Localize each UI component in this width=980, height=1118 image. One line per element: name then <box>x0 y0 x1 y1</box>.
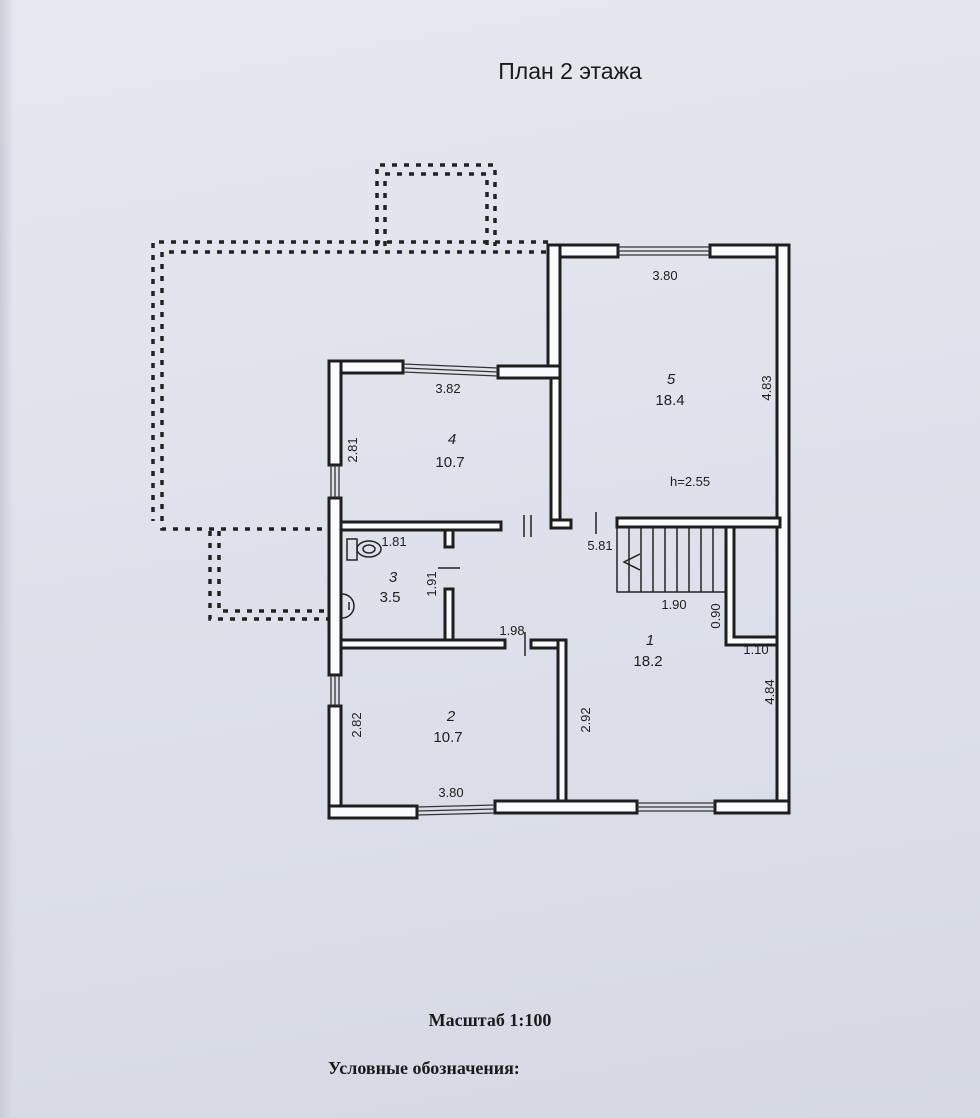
room-4-area: 10.7 <box>435 454 464 471</box>
dashed-outline-main <box>160 250 546 531</box>
wall-bath-right-upper <box>443 528 455 549</box>
window-room1-bottom <box>637 802 715 812</box>
wall-left-middle <box>327 496 343 677</box>
dim-room5-right: 4.83 <box>759 375 774 400</box>
wall-bottom-right <box>713 799 791 815</box>
scale-label: Масштаб 1:100 <box>428 1010 552 1030</box>
wall-room5-left-lower <box>549 376 562 530</box>
dim-corridor-top: 5.81 <box>587 538 612 553</box>
window-room2-bottom <box>416 804 496 816</box>
room-3-number: 3 <box>389 569 398 586</box>
dim-room5-top: 3.80 <box>652 268 677 283</box>
exterior-walls <box>327 243 791 820</box>
wall-stair-enclosure <box>724 525 779 647</box>
stair-direction-arrow <box>622 553 641 571</box>
wall-room2-right <box>556 638 568 803</box>
room-1-area: 18.2 <box>633 653 662 670</box>
dim-room3-right: 1.91 <box>424 571 439 596</box>
wall-room5-bottom <box>615 516 782 529</box>
room-5-area: 18.4 <box>655 392 684 409</box>
room-2-number: 2 <box>446 708 456 725</box>
window-room5-top <box>618 246 710 256</box>
wall-bath-right-lower <box>443 587 455 642</box>
room-4-number: 4 <box>448 431 456 448</box>
dashed-outline-porch <box>208 531 329 621</box>
dim-room2-bottom: 3.80 <box>438 785 463 800</box>
windows <box>330 246 715 816</box>
dashed-outline <box>151 163 548 621</box>
wall-right <box>775 243 791 815</box>
room-3-area: 3.5 <box>380 589 401 606</box>
room-1-number: 1 <box>646 632 654 649</box>
window-room2-left <box>330 675 340 706</box>
wall-room4-bottom <box>339 520 503 532</box>
dim-stair-width: 1.90 <box>661 597 686 612</box>
window-room4-top <box>402 363 499 377</box>
toilet-icon <box>346 538 382 561</box>
wall-room2-top-left <box>339 638 507 650</box>
page-edge-shadow <box>0 0 14 1118</box>
dashed-outline-tower <box>375 163 497 246</box>
wall-bottom-middle <box>493 799 639 815</box>
legend-title: Условные обозначения: <box>328 1058 520 1078</box>
staircase <box>616 527 726 593</box>
plan-title: План 2 этажа <box>498 58 642 84</box>
dim-room4-left: 2.81 <box>345 437 360 462</box>
wall-room4-bottom-stub <box>549 518 573 530</box>
dim-room1-right: 4.84 <box>762 679 777 704</box>
wall-room4-top-right <box>496 364 562 380</box>
dim-room2-top: 1.98 <box>499 623 524 638</box>
dim-room2-left: 2.82 <box>349 712 364 737</box>
ceiling-height: h=2.55 <box>670 474 710 489</box>
sink-icon <box>341 593 355 619</box>
wall-left-lower <box>327 704 343 820</box>
window-room4-left <box>330 465 340 498</box>
dim-room2-right: 2.92 <box>578 707 593 732</box>
door-marks <box>438 512 597 656</box>
wall-room5-left-upper <box>546 243 562 380</box>
dashed-outline-outer <box>151 240 548 521</box>
wall-bottom-left <box>327 804 419 820</box>
wall-left-upper <box>327 359 343 467</box>
dim-stair-depth: 0.90 <box>708 603 723 628</box>
dim-room4-top: 3.82 <box>435 381 460 396</box>
room-5-number: 5 <box>667 371 676 388</box>
room-2-area: 10.7 <box>433 729 462 746</box>
interior-walls <box>339 376 782 803</box>
dim-stair-right: 1.10 <box>743 642 768 657</box>
dim-room3-top: 1.81 <box>381 534 406 549</box>
